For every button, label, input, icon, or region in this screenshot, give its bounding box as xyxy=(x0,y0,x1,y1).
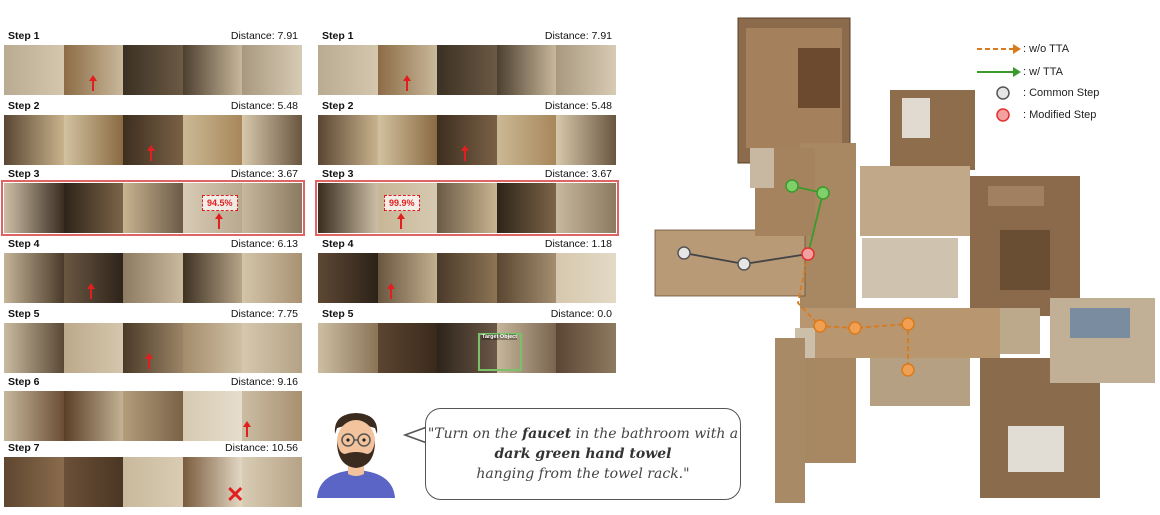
floor-plan-map xyxy=(654,17,1155,503)
step-distance: Distance: 3.67 xyxy=(544,168,612,180)
step-3: Step 3 Distance: 3.67 99.9% xyxy=(315,168,619,236)
floor-plan-rooms xyxy=(654,17,1155,503)
target-object-box: Target Object xyxy=(478,333,522,371)
trajectory-nodes xyxy=(677,179,915,377)
panorama-image xyxy=(4,115,302,165)
step-distance: Distance: 0.0 xyxy=(550,308,612,320)
user-avatar xyxy=(317,413,395,498)
common-step-node xyxy=(737,257,751,271)
panorama-image xyxy=(318,115,616,165)
confidence-label: 99.9% xyxy=(384,195,420,211)
avatar-face xyxy=(337,420,375,462)
step-distance: Distance: 7.91 xyxy=(230,30,298,42)
step-distance: Distance: 5.48 xyxy=(230,100,298,112)
step-distance: Distance: 1.18 xyxy=(544,238,612,250)
instruction-bubble: "Turn on the faucet in the bathroom with… xyxy=(425,408,741,500)
step-distance: Distance: 6.13 xyxy=(230,238,298,250)
step-5: Step 5 Distance: 0.0 Target Object xyxy=(318,308,616,373)
legend-wo-tta: : w/o TTA xyxy=(975,40,1069,58)
step-6: Step 6 Distance: 9.16 xyxy=(4,376,302,441)
heading-arrow-icon xyxy=(89,75,97,91)
step-title: Step 6 xyxy=(8,376,40,388)
heading-arrow-icon xyxy=(403,75,411,91)
step-3: Step 3 Distance: 3.67 94.5% xyxy=(1,168,305,236)
legend-modified-step: : Modified Step xyxy=(975,106,1096,124)
step-title: Step 1 xyxy=(8,30,40,42)
modified-step-node xyxy=(801,247,815,261)
step-distance: Distance: 7.91 xyxy=(544,30,612,42)
green-arrow-icon xyxy=(977,67,1021,77)
heading-arrow-icon xyxy=(243,421,251,437)
heading-arrow-icon xyxy=(145,353,153,369)
step-distance: Distance: 10.56 xyxy=(225,442,298,454)
failure-x-icon: ✕ xyxy=(226,482,245,507)
step-4: Step 4 Distance: 6.13 xyxy=(4,238,302,303)
wo-tta-step-node xyxy=(848,321,862,335)
step-title: Step 3 xyxy=(322,168,354,180)
legend: : w/o TTA : w/ TTA : Common Step : Modif… xyxy=(975,40,1135,130)
step-title: Step 7 xyxy=(8,442,40,454)
panorama-image: Target Object xyxy=(318,323,616,373)
step-title: Step 2 xyxy=(8,100,40,112)
step-title: Step 1 xyxy=(322,30,354,42)
step-title: Step 5 xyxy=(8,308,40,320)
step-5: Step 5 Distance: 7.75 xyxy=(4,308,302,373)
highlight-faucet: faucet xyxy=(522,425,572,442)
wo-tta-step-node xyxy=(813,319,827,333)
wo-tta-step-node xyxy=(901,317,915,331)
step-title: Step 5 xyxy=(322,308,354,320)
step-7: Step 7 Distance: 10.56 ✕ xyxy=(4,442,302,507)
step-distance: Distance: 5.48 xyxy=(544,100,612,112)
step-title: Step 3 xyxy=(8,168,40,180)
confidence-label: 94.5% xyxy=(202,195,238,211)
panorama-image xyxy=(4,253,302,303)
panorama-image xyxy=(4,323,302,373)
w-tta-step-node xyxy=(785,179,799,193)
step-1: Step 1 Distance: 7.91 xyxy=(4,30,302,95)
step-4: Step 4 Distance: 1.18 xyxy=(318,238,616,303)
avatar-body xyxy=(317,470,395,498)
speech-bubble-tail xyxy=(403,426,428,444)
panorama-image xyxy=(318,253,616,303)
legend-w-tta: : w/ TTA xyxy=(975,63,1063,81)
heading-arrow-icon xyxy=(147,145,155,161)
step-distance: Distance: 9.16 xyxy=(230,376,298,388)
panorama-image-highlighted: 94.5% xyxy=(1,180,305,236)
heading-arrow-icon xyxy=(461,145,469,161)
w-tta-step-node xyxy=(816,186,830,200)
orange-dashed-arrow-icon xyxy=(977,44,1021,54)
heading-arrow-icon xyxy=(87,283,95,299)
target-object-label: Target Object xyxy=(482,334,518,340)
step-1: Step 1 Distance: 7.91 xyxy=(318,30,616,95)
panorama-image-highlighted: 99.9% xyxy=(315,180,619,236)
step-title: Step 2 xyxy=(322,100,354,112)
red-circle-icon xyxy=(996,108,1010,122)
step-title: Step 4 xyxy=(8,238,40,250)
wo-tta-step-node xyxy=(901,363,915,377)
common-step-node xyxy=(677,246,691,260)
gray-circle-icon xyxy=(996,86,1010,100)
step-distance: Distance: 3.67 xyxy=(230,168,298,180)
step-2: Step 2 Distance: 5.48 xyxy=(4,100,302,165)
heading-arrow-icon xyxy=(387,283,395,299)
step-title: Step 4 xyxy=(322,238,354,250)
instruction-text: "Turn on the faucet in the bathroom with… xyxy=(427,425,739,483)
step-distance: Distance: 7.75 xyxy=(230,308,298,320)
panorama-image xyxy=(4,391,302,441)
panorama-image xyxy=(4,45,302,95)
avatar-beard xyxy=(337,441,375,468)
legend-common-step: : Common Step xyxy=(975,84,1099,102)
heading-arrow-icon xyxy=(397,213,405,229)
step-2: Step 2 Distance: 5.48 xyxy=(318,100,616,165)
panorama-image xyxy=(318,45,616,95)
highlight-towel: dark green hand towel xyxy=(494,445,672,462)
wo-tta-path-line xyxy=(797,253,909,370)
panorama-image: ✕ xyxy=(4,457,302,507)
heading-arrow-icon xyxy=(215,213,223,229)
